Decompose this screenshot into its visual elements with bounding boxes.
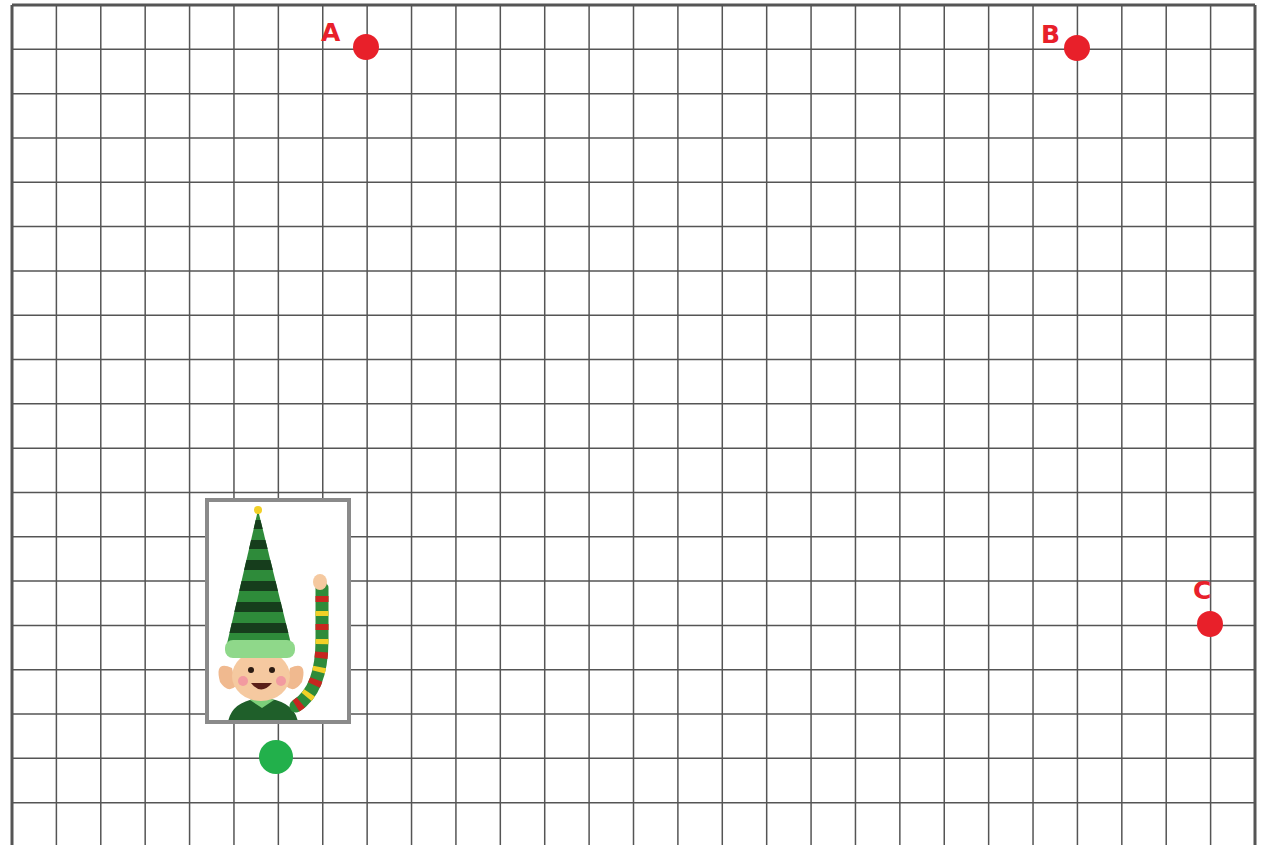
grid-line — [56, 5, 58, 845]
elf-hat — [220, 505, 300, 655]
grid-line — [766, 5, 768, 845]
grid-line — [1254, 5, 1257, 845]
elf-eye — [248, 667, 254, 673]
grid-line — [12, 4, 1255, 7]
grid-line — [12, 580, 1255, 582]
grid-line — [411, 5, 413, 845]
elf-cheek — [276, 676, 286, 686]
grid-line — [899, 5, 901, 845]
grid-line — [12, 492, 1255, 494]
elf-eye — [269, 667, 275, 673]
grid-line — [12, 137, 1255, 139]
elf-face — [232, 651, 290, 701]
grid-line — [455, 5, 457, 845]
grid-line — [12, 359, 1255, 361]
grid-line — [544, 5, 546, 845]
grid-line — [12, 669, 1255, 671]
grid-line — [1077, 5, 1079, 845]
grid-line — [1210, 5, 1212, 845]
grid-line — [12, 625, 1255, 627]
grid-line — [144, 5, 146, 845]
grid-line — [810, 5, 812, 845]
target-dot — [353, 34, 379, 60]
grid-line — [12, 713, 1255, 715]
grid-line — [12, 314, 1255, 316]
grid-line — [633, 5, 635, 845]
hat-bell — [254, 506, 262, 514]
grid-line — [944, 5, 946, 845]
grid-line — [12, 93, 1255, 95]
grid-line — [189, 5, 191, 845]
grid-line — [588, 5, 590, 845]
grid-dots — [259, 34, 1223, 774]
grid-line — [12, 447, 1255, 449]
start-dot — [259, 740, 293, 774]
grid-line — [366, 5, 368, 845]
grid-line — [677, 5, 679, 845]
elf-illustration — [219, 505, 328, 720]
grid-line — [12, 802, 1255, 804]
point-label: A — [321, 20, 340, 45]
hat-brim — [225, 640, 295, 658]
grid-line — [12, 403, 1255, 405]
grid-line — [500, 5, 502, 845]
elf-arm — [296, 574, 327, 706]
grid-line — [12, 182, 1255, 184]
grid-line — [1032, 5, 1034, 845]
grid-line — [12, 226, 1255, 228]
grid-line — [11, 5, 14, 845]
grid-line — [1165, 5, 1167, 845]
grid-lines — [12, 5, 1255, 845]
picture-frame — [207, 500, 349, 722]
grid-line — [12, 270, 1255, 272]
elf-picture — [207, 500, 349, 722]
point-label: C — [1193, 578, 1211, 603]
grid-line — [722, 5, 724, 845]
target-dot — [1064, 35, 1090, 61]
grid-line — [12, 758, 1255, 760]
elf-mouth — [251, 683, 272, 690]
grid-line — [855, 5, 857, 845]
grid-line — [100, 5, 102, 845]
grid-line — [12, 536, 1255, 538]
elf-cheek — [238, 676, 248, 686]
grid-line — [988, 5, 990, 845]
grid-line — [1121, 5, 1123, 845]
target-dot — [1197, 611, 1223, 637]
point-label: B — [1041, 22, 1060, 47]
